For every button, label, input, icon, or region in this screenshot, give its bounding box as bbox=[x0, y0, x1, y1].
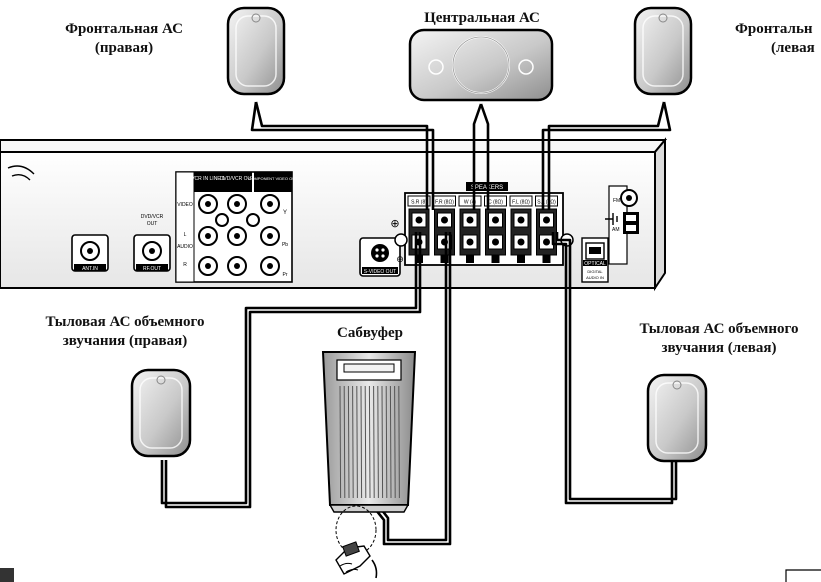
audio-label: AUDIO bbox=[177, 244, 193, 250]
dvd-vcr-out-label: DVD/VCR OUT bbox=[220, 176, 254, 182]
front-right-label-line1: Фронтальная АС bbox=[65, 21, 183, 37]
fm-am-antenna[interactable]: FM AM bbox=[605, 185, 639, 265]
audio-in-label: AUDIO IN bbox=[586, 275, 604, 280]
y-label: Y bbox=[283, 210, 287, 216]
optical-label: OPTICAL bbox=[584, 261, 606, 267]
surround-left-speaker bbox=[646, 373, 708, 463]
front-left-label-line1: Фронтальн bbox=[735, 21, 813, 37]
center-label: Центральная АС bbox=[424, 10, 540, 26]
terminal-label: W (4) bbox=[464, 200, 477, 206]
video-label: VIDEO bbox=[177, 202, 193, 208]
terminal-label: C (8Ω) bbox=[488, 200, 503, 206]
front-left-speaker bbox=[633, 6, 693, 96]
ant-in-label: ANT.IN bbox=[82, 266, 98, 272]
rf-out-jack[interactable]: DVD/VCR OUT RF.OUT bbox=[133, 214, 171, 272]
vcr-in-label: VCR IN LINE 1 bbox=[191, 176, 225, 182]
terminal-label: S.R (8) bbox=[411, 200, 427, 206]
hand-with-connector-icon bbox=[335, 505, 378, 579]
speaker-terminals[interactable]: S.R (8) F.R (8Ω) W (4) C (8Ω) F.L (8Ω) S.L (8… bbox=[394, 195, 574, 263]
surround-left-label-line1: Тыловая АС объемного bbox=[639, 321, 799, 337]
front-left-label-line2: (левая bbox=[771, 40, 815, 56]
subwoofer-label: Сабвуфер bbox=[337, 325, 403, 341]
pr-label: Pr bbox=[283, 272, 288, 278]
corner-marker bbox=[0, 568, 14, 582]
terminal-5[interactable]: S.L (8Ω) bbox=[535, 195, 558, 263]
speaker-cables bbox=[160, 101, 678, 546]
audio-l-label: L bbox=[184, 232, 187, 238]
surround-right-label-line1: Тыловая АС объемного bbox=[45, 314, 205, 330]
front-left-label: Фронтальн (левая bbox=[735, 20, 815, 58]
terminal-label: S.L (8Ω) bbox=[537, 200, 556, 206]
speakers-layer bbox=[130, 6, 708, 463]
terminal-label: F.R (8Ω) bbox=[435, 200, 454, 206]
rf-out-label: RF.OUT bbox=[143, 266, 161, 272]
surround-right-speaker bbox=[130, 368, 192, 458]
minus-mark: ⊖ bbox=[396, 254, 404, 264]
svideo-out-jack[interactable]: S-VIDEO OUT bbox=[359, 237, 401, 277]
terminal-label: F.L (8Ω) bbox=[512, 200, 530, 206]
subwoofer bbox=[321, 351, 417, 513]
dvdvcr-out-label-2: OUT bbox=[147, 221, 158, 227]
component-video-label: COMPONENT VIDEO OUT bbox=[248, 176, 298, 181]
terminal-4[interactable]: F.L (8Ω) bbox=[509, 195, 533, 263]
terminal-3[interactable]: C (8Ω) bbox=[484, 195, 507, 263]
plus-mark: ⊕ bbox=[390, 218, 399, 230]
surround-right-label: Тыловая АС объемного звучания (правая) bbox=[26, 313, 224, 351]
front-right-label-line2: (правая) bbox=[94, 40, 154, 56]
ant-in-jack[interactable]: ANT.IN bbox=[71, 234, 109, 272]
fm-label: FM bbox=[613, 198, 620, 204]
front-right-speaker bbox=[226, 6, 286, 96]
corner-frame bbox=[785, 569, 821, 582]
surround-right-label-line2: звучания (правая) bbox=[62, 333, 188, 349]
terminal-2[interactable]: W (4) bbox=[458, 195, 482, 263]
front-right-label: Фронтальная АС (правая) bbox=[58, 20, 190, 58]
am-label: AM bbox=[612, 227, 620, 233]
optical-input[interactable]: OPTICAL DIGITAL AUDIO IN bbox=[581, 237, 609, 283]
terminal-1[interactable]: F.R (8Ω) bbox=[433, 195, 456, 263]
pb-label: Pb bbox=[282, 242, 288, 248]
center-speaker bbox=[408, 28, 554, 102]
surround-left-label: Тыловая АС объемного звучания (левая) bbox=[617, 320, 821, 358]
svideo-out-label: S-VIDEO OUT bbox=[364, 269, 397, 275]
audio-r-label: R bbox=[183, 262, 187, 268]
surround-left-label-line2: звучания (левая) bbox=[661, 340, 777, 356]
digital-label: DIGITAL bbox=[587, 269, 603, 274]
dvdvcr-out-label-1: DVD/VCR bbox=[141, 214, 164, 220]
